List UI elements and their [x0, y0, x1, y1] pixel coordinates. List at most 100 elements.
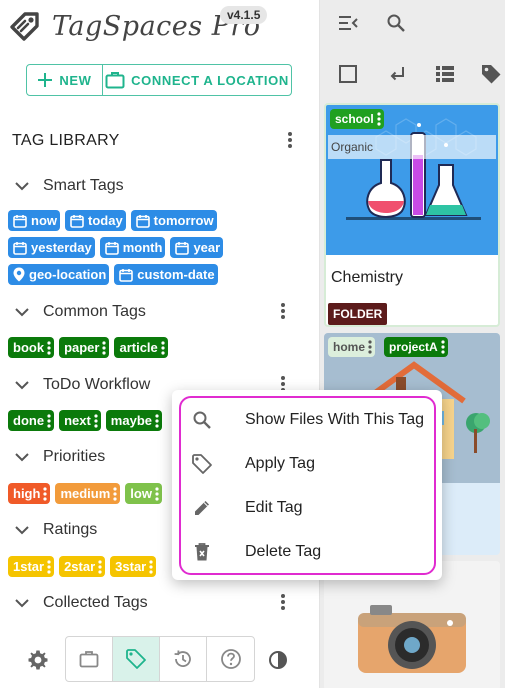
tag-chip[interactable]: done	[8, 410, 55, 431]
tag-icon	[190, 452, 214, 476]
more-vertical-icon[interactable]	[155, 486, 159, 501]
new-button[interactable]: NEW	[27, 65, 103, 95]
more-vertical-icon[interactable]	[47, 559, 51, 574]
tag-chip[interactable]: high	[8, 483, 51, 504]
tag-chip[interactable]: now	[8, 210, 60, 231]
tag-label: 3star	[115, 559, 147, 574]
subdirectory-arrow-icon	[390, 67, 404, 81]
tag-chip[interactable]: 3star	[110, 556, 157, 577]
tag-label: today	[88, 213, 123, 228]
tag-library-title: TAG LIBRARY	[12, 132, 120, 149]
tag-chip[interactable]: 1star	[8, 556, 55, 577]
tag-chip[interactable]: year	[170, 237, 224, 258]
tag-chip[interactable]: next	[59, 410, 101, 431]
chevron-down-icon	[15, 308, 29, 317]
group-todo-workflow[interactable]: ToDo Workflow	[14, 373, 150, 397]
more-vertical-icon[interactable]	[47, 413, 51, 428]
chevron-down-icon	[15, 526, 29, 535]
group-smart-tags[interactable]: Smart Tags	[14, 174, 124, 198]
connect-location-label: CONNECT A LOCATION	[131, 72, 289, 88]
menu-item-apply-tag[interactable]: Apply Tag	[172, 442, 442, 486]
trash-icon	[190, 540, 214, 564]
common-tags-menu-button[interactable]	[273, 301, 293, 321]
tag-chip[interactable]: yesterday	[8, 237, 95, 258]
group-ratings[interactable]: Ratings	[14, 518, 97, 542]
tag-chip[interactable]: today	[65, 210, 126, 231]
group-priorities[interactable]: Priorities	[14, 445, 105, 469]
more-vertical-icon[interactable]	[47, 340, 51, 355]
file-card[interactable]	[324, 561, 500, 688]
more-vertical-icon[interactable]	[113, 486, 117, 501]
search-button[interactable]	[383, 10, 409, 36]
tag-chip[interactable]: 2star	[59, 556, 106, 577]
card-tag-chip[interactable]: projectA	[384, 337, 448, 357]
tag-chip[interactable]: custom-date	[114, 264, 218, 285]
more-vertical-icon[interactable]	[149, 559, 153, 574]
tag-library-menu-button[interactable]	[280, 130, 300, 150]
calendar-icon	[70, 214, 84, 228]
tag-label: month	[122, 240, 163, 255]
tag-label: school	[335, 112, 374, 126]
panel-switcher	[65, 636, 255, 682]
connect-location-button[interactable]: CONNECT A LOCATION	[103, 65, 291, 95]
tag-chip[interactable]: geo-location	[8, 264, 110, 285]
tag-files-button[interactable]	[478, 61, 504, 87]
help-icon	[220, 649, 241, 669]
tag-chip[interactable]: tomorrow	[130, 210, 217, 231]
card-tag-chip[interactable]: home	[328, 337, 376, 357]
tag-label: next	[64, 413, 91, 428]
calendar-icon	[13, 214, 27, 228]
menu-item-delete-tag[interactable]: Delete Tag	[172, 530, 442, 574]
more-vertical-icon[interactable]	[441, 340, 445, 354]
tag-chip[interactable]: paper	[59, 337, 110, 358]
more-vertical-icon[interactable]	[377, 112, 381, 126]
chevron-down-icon	[15, 453, 29, 462]
file-card[interactable]: school Organic Chemistry FOLDER	[324, 103, 500, 327]
todo-tags-row: done next maybe	[8, 410, 162, 431]
group-name: Priorities	[43, 448, 106, 465]
group-collected-tags[interactable]: Collected Tags	[14, 591, 148, 615]
toggle-sidebar-button[interactable]	[335, 10, 361, 36]
card-tag-chip[interactable]: school	[330, 109, 384, 129]
history-tab[interactable]	[160, 637, 207, 681]
history-icon	[174, 650, 191, 667]
smart-tags-row-2: yesterday month year	[8, 237, 224, 258]
menu-item-show-files[interactable]: Show Files With This Tag	[172, 398, 442, 442]
theme-toggle-button[interactable]	[266, 648, 292, 674]
locations-tab[interactable]	[66, 637, 113, 681]
tag-label: yesterday	[31, 240, 92, 255]
menu-item-edit-tag[interactable]: Edit Tag	[172, 486, 442, 530]
calendar-icon	[104, 241, 119, 255]
more-vertical-icon[interactable]	[368, 340, 372, 354]
tag-chip[interactable]: month	[99, 237, 166, 258]
view-mode-button[interactable]	[432, 61, 458, 87]
more-vertical-icon[interactable]	[155, 413, 159, 428]
tag-chip[interactable]: article	[114, 337, 168, 358]
tag-icon	[126, 649, 146, 669]
more-vertical-icon[interactable]	[43, 486, 48, 501]
select-all-checkbox[interactable]	[335, 61, 361, 87]
tag-library-tab[interactable]	[113, 637, 160, 681]
tag-label: book	[13, 340, 45, 355]
more-vertical-icon[interactable]	[161, 340, 165, 355]
collected-tags-menu-button[interactable]	[273, 592, 293, 612]
tag-label: custom-date	[137, 267, 215, 282]
search-icon	[387, 14, 405, 32]
checkbox-blank-icon	[339, 65, 357, 83]
search-icon	[190, 408, 214, 432]
tag-label: 2star	[64, 559, 96, 574]
tag-chip[interactable]: medium	[55, 483, 121, 504]
more-vertical-icon[interactable]	[102, 340, 107, 355]
group-common-tags[interactable]: Common Tags	[14, 300, 146, 324]
tag-chip[interactable]: maybe	[105, 410, 162, 431]
calendar-icon	[119, 268, 134, 282]
tag-chip[interactable]: low	[125, 483, 162, 504]
go-to-parent-button[interactable]	[384, 61, 410, 87]
more-vertical-icon[interactable]	[94, 413, 98, 428]
help-tab[interactable]	[207, 637, 254, 681]
tag-label: done	[13, 413, 45, 428]
settings-button[interactable]	[26, 648, 52, 674]
location-pin-icon	[13, 267, 25, 282]
more-vertical-icon[interactable]	[98, 559, 102, 574]
tag-chip[interactable]: book	[8, 337, 55, 358]
